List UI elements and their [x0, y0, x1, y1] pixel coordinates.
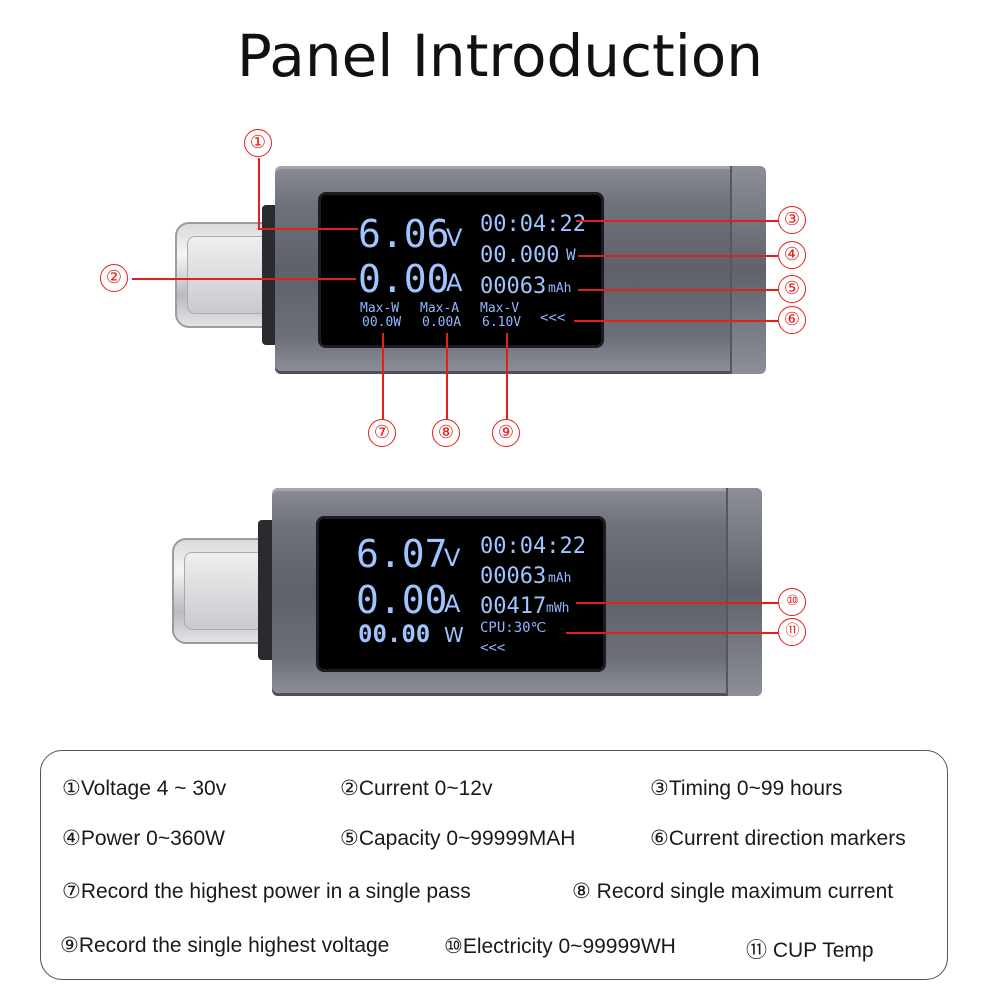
current-readout: 0.00 [356, 578, 448, 622]
legend-item-3: ③Timing 0~99 hours [650, 777, 843, 800]
capacity-readout: 00063 [480, 274, 547, 299]
callout-6: ⑥ [778, 306, 806, 334]
callout-4: ④ [778, 241, 806, 269]
callout-7: ⑦ [368, 419, 396, 447]
callout-2-line [132, 278, 356, 280]
callout-3-line [576, 220, 778, 222]
legend-item-2: ②Current 0~12v [340, 777, 493, 800]
callout-11: ⑪ [778, 618, 806, 646]
direction-arrows: <<< [540, 310, 566, 326]
direction-arrows: <<< [480, 640, 506, 656]
cpu-temp: CPU:30℃ [480, 620, 547, 636]
current-readout: 0.00 [358, 257, 450, 301]
lcd-screen [318, 192, 604, 348]
callout-6-line [574, 320, 778, 322]
meter-endcap [730, 166, 766, 374]
power-unit: W [444, 623, 464, 647]
max-a-label: Max-A [420, 301, 460, 316]
callout-5: ⑤ [778, 275, 806, 303]
legend-box [40, 750, 948, 980]
max-v-label: Max-V [480, 301, 520, 316]
max-w-label: Max-W [360, 301, 400, 316]
callout-10: ⑩ [778, 588, 806, 616]
current-unit: A [446, 269, 463, 297]
legend-item-6: ⑥Current direction markers [650, 827, 906, 850]
callout-1: ① [244, 129, 272, 157]
legend-item-10: ⑩Electricity 0~99999WH [444, 935, 676, 958]
legend-item-1: ①Voltage 4 ~ 30v [62, 777, 227, 800]
legend-item-11: ⑪ CUP Temp [746, 939, 874, 962]
page-title: Panel Introduction [236, 22, 764, 90]
callout-1-line-v [258, 158, 260, 228]
max-w-value: 00.0W [362, 315, 402, 330]
energy-unit: mWh [546, 601, 570, 616]
callout-1-line-h [258, 228, 358, 230]
power-readout: 00.00 [358, 620, 431, 648]
callout-9-line [506, 333, 508, 419]
power-readout: 00.000 [480, 243, 560, 268]
voltage-readout: 6.06 [358, 212, 450, 256]
energy-readout: 00417 [480, 594, 547, 619]
callout-8: ⑧ [432, 419, 460, 447]
timer-readout: 00:04:22 [480, 212, 586, 237]
callout-8-line [446, 333, 448, 419]
voltage-unit: V [444, 544, 461, 572]
max-a-value: 0.00A [422, 315, 462, 330]
capacity-readout: 00063 [480, 564, 547, 589]
current-unit: A [444, 590, 461, 618]
lcd-screen [316, 516, 606, 672]
power-unit: W [566, 245, 576, 264]
timer-readout: 00:04:22 [480, 534, 586, 559]
callout-5-line [578, 289, 778, 291]
callout-4-line [578, 255, 778, 257]
legend-item-7: ⑦Record the highest power in a single pa… [62, 880, 471, 903]
max-v-value: 6.10V [482, 315, 522, 330]
callout-7-line [382, 333, 384, 419]
voltage-readout: 6.07 [356, 532, 448, 576]
legend-item-4: ④Power 0~360W [62, 827, 225, 850]
voltage-unit: V [446, 224, 463, 252]
meter-endcap [726, 488, 762, 696]
legend-item-5: ⑤Capacity 0~99999MAH [340, 827, 576, 850]
legend-item-9: ⑨Record the single highest voltage [60, 934, 390, 957]
callout-2: ② [100, 264, 128, 292]
callout-10-line [576, 602, 778, 604]
callout-9: ⑨ [492, 419, 520, 447]
callout-3: ③ [778, 206, 806, 234]
legend-item-8: ⑧ Record single maximum current [572, 880, 894, 903]
capacity-unit: mAh [548, 281, 572, 296]
callout-11-line [566, 632, 778, 634]
capacity-unit: mAh [548, 571, 572, 586]
